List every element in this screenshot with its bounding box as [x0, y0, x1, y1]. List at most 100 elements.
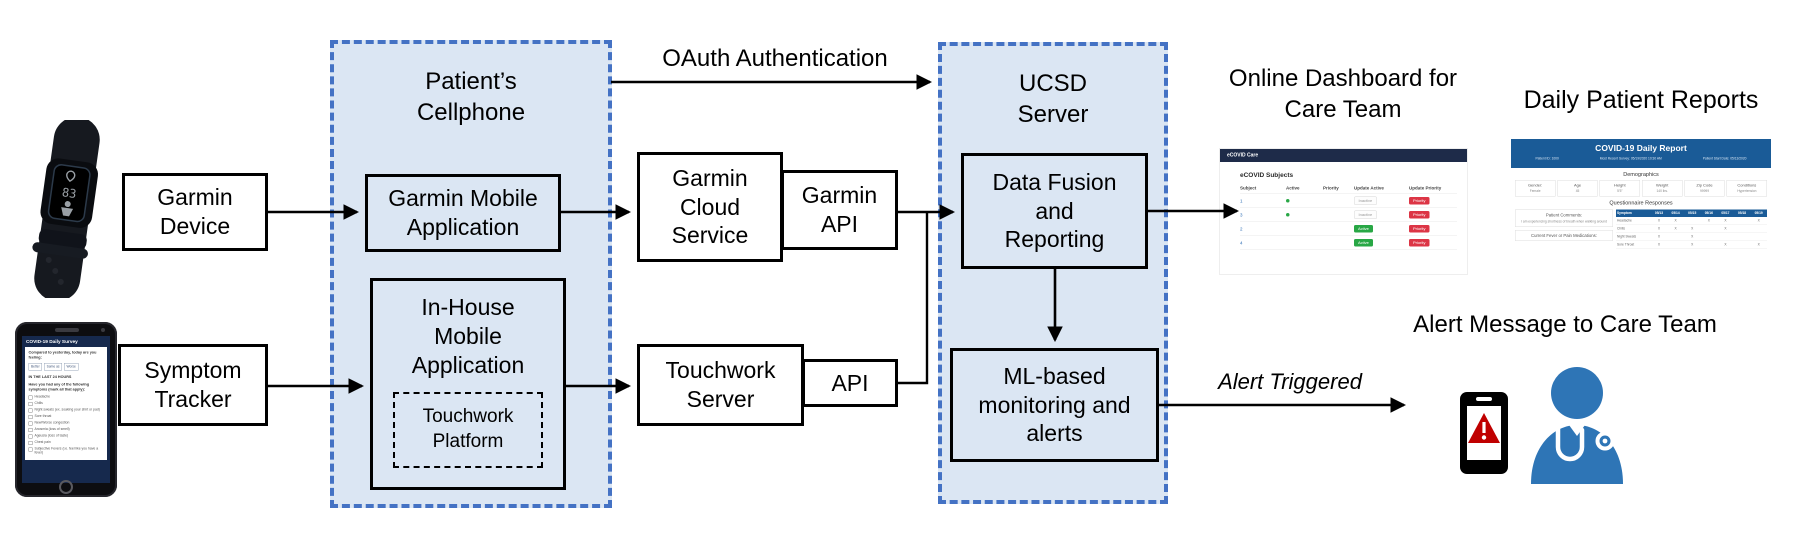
phone-camera-icon: [101, 328, 105, 332]
data-fusion-line2: and: [1035, 197, 1074, 224]
checkbox-icon[interactable]: [28, 434, 33, 439]
table-row: 4 Active Priority: [1240, 236, 1457, 250]
green-active-dot: [1286, 198, 1290, 203]
update-active-cell: Active: [1354, 225, 1409, 233]
mark-cell: [1733, 217, 1751, 225]
symptom-name: Chills: [1616, 224, 1651, 233]
update-active-button[interactable]: Active: [1354, 225, 1373, 233]
symptom-option: Ageusia (loss of taste): [28, 434, 104, 439]
col-update-priority: Update Priority: [1409, 185, 1442, 191]
report-recent-survey: Most Recent Survey: 05/19/2020 10:30 AM: [1599, 157, 1662, 161]
checkbox-icon[interactable]: [28, 401, 33, 406]
demo-value: 5'5": [1617, 189, 1623, 194]
mark-cell: X: [1717, 240, 1734, 249]
data-fusion-line1: Data Fusion: [992, 168, 1117, 195]
garmin-cloud-line2: Cloud: [679, 193, 741, 220]
mark-cell: X: [1700, 217, 1718, 225]
same-as-button[interactable]: Same as: [44, 363, 62, 371]
ml-alerts-node: ML-based monitoring and alerts: [950, 348, 1159, 462]
ucsd-server-line2: Server: [1017, 101, 1089, 129]
demo-value: 45: [1575, 189, 1580, 194]
patient-comments-text: I am experiencing shortness of breath wh…: [1521, 220, 1607, 224]
dashboard-caption: Online Dashboard for Care Team: [1200, 64, 1486, 125]
alert-message-caption: Alert Message to Care Team: [1413, 311, 1717, 338]
symptom-option: Sore throat: [28, 414, 104, 419]
report-info-row: Patient ID: 1000 Most Recent Survey: 05/…: [1511, 157, 1771, 161]
svg-text:83: 83: [61, 185, 77, 201]
survey-question-1: Compared to yesterday, today are you fee…: [28, 350, 97, 360]
demo-value: Female: [1529, 189, 1541, 194]
subject-link[interactable]: 3: [1240, 212, 1243, 218]
active-cell: [1286, 212, 1323, 217]
checkbox-icon[interactable]: [28, 440, 33, 445]
checkbox-icon[interactable]: [28, 421, 33, 426]
alert-phone-icon: [1460, 392, 1508, 474]
better-button[interactable]: Better: [28, 363, 43, 371]
phone-home-button-icon: [59, 480, 73, 494]
dashboard-caption-line1: Online Dashboard for: [1228, 65, 1458, 92]
demo-cell: Gender:Female: [1515, 180, 1556, 197]
in-house-app-line2: Mobile: [434, 322, 502, 349]
report-title: COVID-19 Daily Report: [1595, 143, 1687, 154]
garmin-device-line1: Garmin: [157, 184, 233, 211]
ml-alerts-line2: monitoring and: [978, 391, 1131, 418]
checkbox-icon[interactable]: [28, 408, 33, 413]
symptom-col: Symptom: [1616, 209, 1651, 217]
update-priority-button[interactable]: Priority: [1409, 225, 1430, 233]
subject-link[interactable]: 1: [1240, 198, 1243, 204]
subject-link[interactable]: 4: [1240, 240, 1243, 246]
symptom-option: Headache: [28, 395, 104, 400]
mark-cell: [1700, 224, 1718, 233]
dashboard-screenshot: eCOVID Care eCOVID Subjects Subject Acti…: [1219, 148, 1468, 275]
report-bottom: Patient Comments: I am experiencing shor…: [1511, 209, 1771, 249]
demo-value: 140 lbs.: [1656, 189, 1668, 194]
mark-cell: [1667, 240, 1684, 249]
checkbox-icon[interactable]: [28, 395, 33, 400]
alert-triggered-label: Alert Triggered: [1218, 369, 1362, 394]
garmin-api-line2: API: [820, 211, 859, 237]
symptom-name: Headache: [1616, 217, 1651, 225]
in-house-app-line3: Application: [411, 351, 525, 378]
subject-link[interactable]: 2: [1240, 226, 1243, 232]
col-active: Active: [1286, 185, 1300, 191]
worse-button[interactable]: Worse: [64, 363, 79, 371]
demographics-heading: Demographics: [1623, 171, 1659, 178]
subjects-table-header: Subject Active Priority Update Active Up…: [1240, 183, 1457, 194]
checkbox-icon[interactable]: [28, 447, 33, 452]
mark-cell: X: [1683, 232, 1701, 241]
update-priority-button[interactable]: Priority: [1409, 239, 1430, 247]
symptom-option-label: Sore throat: [34, 414, 52, 418]
update-active-button[interactable]: Inactive: [1354, 196, 1377, 205]
survey-section-heading: IN THE LAST 24 HOURS: [28, 374, 72, 380]
update-priority-button[interactable]: Priority: [1409, 197, 1430, 205]
garmin-mobile-app-line2: Application: [406, 214, 520, 240]
demo-label: Conditions: [1737, 183, 1757, 188]
checkbox-icon[interactable]: [28, 414, 33, 419]
questionnaire-heading: Questionnaire Responses: [1609, 200, 1673, 206]
report-header: COVID-19 Daily Report Patient ID: 1000 M…: [1511, 139, 1771, 168]
mark-cell: [1733, 224, 1751, 233]
subjects-table: Subject Active Priority Update Active Up…: [1240, 183, 1457, 250]
symptom-option: Chills: [28, 401, 104, 406]
garmin-cloud-node: Garmin Cloud Service: [637, 152, 783, 262]
checkbox-icon[interactable]: [28, 427, 33, 432]
update-active-button[interactable]: Active: [1354, 239, 1373, 247]
daily-report-screenshot: COVID-19 Daily Report Patient ID: 1000 M…: [1511, 139, 1771, 280]
symptom-option: Chest pain: [28, 440, 104, 445]
update-priority-button[interactable]: Priority: [1409, 211, 1430, 219]
update-active-button[interactable]: Inactive: [1354, 210, 1377, 219]
active-cell: [1286, 198, 1323, 203]
garmin-cloud-line1: Garmin: [672, 164, 748, 191]
demo-label: Weight: [1655, 183, 1669, 188]
in-house-app-node: In-House Mobile Application Touchwork Pl…: [370, 278, 566, 490]
mark-cell: [1717, 232, 1734, 241]
patient-comments-box: Patient Comments: I am experiencing shor…: [1515, 209, 1613, 228]
symptom-option-label: Subjective Fevers (i.e. feel like you ha…: [34, 446, 99, 455]
data-fusion-node: Data Fusion and Reporting: [961, 153, 1148, 269]
demo-label: Age: [1573, 183, 1582, 188]
